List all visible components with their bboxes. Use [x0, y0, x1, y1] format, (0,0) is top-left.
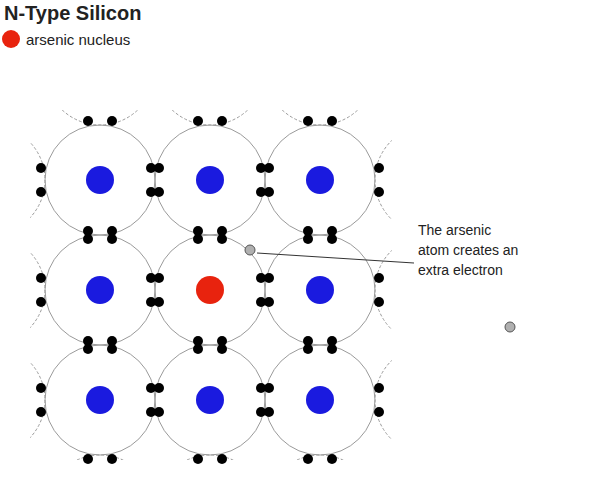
valence-electron — [36, 163, 46, 173]
valence-electron — [146, 163, 156, 173]
orbit-ring — [265, 125, 375, 235]
silicon-nucleus — [86, 166, 114, 194]
legend-item: arsenic nucleus — [2, 30, 130, 48]
valence-electron — [217, 336, 227, 346]
orbit-ring — [265, 110, 375, 125]
valence-electron — [146, 383, 156, 393]
valence-electron — [303, 226, 313, 236]
valence-electron — [146, 187, 156, 197]
orbit-ring — [30, 235, 45, 345]
silicon-nucleus — [306, 386, 334, 414]
legend-text: arsenic nucleus — [26, 31, 130, 48]
orbit-ring — [45, 235, 155, 345]
valence-electron — [107, 226, 117, 236]
orbit-ring — [30, 345, 45, 455]
valence-electron — [146, 273, 156, 283]
valence-electron — [83, 116, 93, 126]
legend-swatch — [2, 30, 20, 48]
valence-electron — [193, 454, 203, 464]
valence-electron — [256, 407, 266, 417]
valence-electron — [256, 383, 266, 393]
valence-electron — [327, 116, 337, 126]
valence-electron — [83, 226, 93, 236]
orbit-ring — [375, 345, 392, 455]
valence-electron — [217, 226, 227, 236]
valence-electron — [217, 454, 227, 464]
orbit-ring — [375, 125, 392, 235]
orbit-ring — [30, 455, 45, 460]
valence-electron — [256, 163, 266, 173]
silicon-nucleus — [86, 276, 114, 304]
valence-electron — [193, 336, 203, 346]
valence-electron — [374, 187, 384, 197]
valence-electron — [36, 187, 46, 197]
valence-electron — [256, 273, 266, 283]
valence-electron — [107, 116, 117, 126]
valence-electron — [36, 273, 46, 283]
extra-electron — [245, 245, 255, 255]
valence-electron — [374, 273, 384, 283]
orbit-ring — [155, 125, 265, 235]
valence-electron — [374, 297, 384, 307]
valence-electron — [374, 383, 384, 393]
valence-electron — [256, 187, 266, 197]
valence-electron — [303, 336, 313, 346]
valence-electron — [107, 336, 117, 346]
valence-electron — [217, 116, 227, 126]
valence-electron — [256, 297, 266, 307]
valence-electron — [327, 226, 337, 236]
title: N-Type Silicon — [4, 2, 141, 25]
valence-electron — [36, 297, 46, 307]
orbit-ring — [155, 345, 265, 455]
valence-electron — [327, 454, 337, 464]
silicon-nucleus — [306, 276, 334, 304]
valence-electron — [146, 297, 156, 307]
orbit-ring — [45, 125, 155, 235]
valence-electron — [374, 407, 384, 417]
orbit-ring — [45, 110, 155, 125]
orbit-ring — [45, 345, 155, 455]
valence-electron — [36, 407, 46, 417]
orbit-ring — [375, 110, 392, 125]
valence-electron — [83, 336, 93, 346]
valence-electron — [327, 336, 337, 346]
electron-symbol — [505, 322, 515, 332]
valence-electron — [374, 163, 384, 173]
silicon-nucleus — [196, 386, 224, 414]
orbit-ring — [30, 125, 45, 235]
orbit-ring — [265, 455, 375, 460]
valence-electron — [303, 116, 313, 126]
callout-note: The arsenic atom creates an extra electr… — [418, 220, 525, 280]
valence-electron — [303, 454, 313, 464]
valence-electron — [36, 383, 46, 393]
valence-electron — [107, 454, 117, 464]
valence-electron — [83, 454, 93, 464]
silicon-nucleus — [196, 166, 224, 194]
valence-electron — [193, 116, 203, 126]
valence-electron — [193, 226, 203, 236]
arsenic-nucleus — [196, 276, 224, 304]
orbit-ring — [375, 455, 392, 460]
leader-line — [257, 253, 414, 263]
orbit-ring — [265, 235, 375, 345]
silicon-nucleus — [86, 386, 114, 414]
orbit-ring — [375, 235, 392, 345]
orbit-ring — [155, 455, 265, 460]
orbit-ring — [30, 110, 45, 125]
orbit-ring — [155, 235, 265, 345]
orbit-ring — [265, 345, 375, 455]
orbit-ring — [155, 110, 265, 125]
orbit-ring — [45, 455, 155, 460]
valence-electron — [146, 407, 156, 417]
silicon-nucleus — [306, 166, 334, 194]
